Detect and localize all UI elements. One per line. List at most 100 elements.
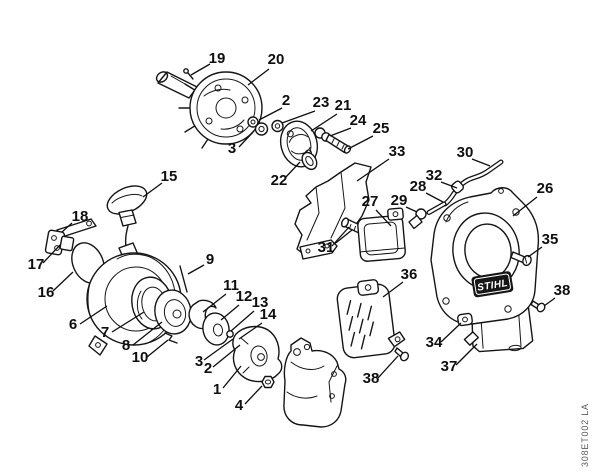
leader-28 [425, 192, 444, 203]
leader-23 [281, 110, 316, 124]
part-number-labels: 19 20 2 23 21 24 25 3 22 15 33 30 32 28 … [28, 50, 571, 414]
leader-36 [382, 281, 404, 298]
leader-13 [230, 310, 255, 332]
part-label-14: 14 [260, 306, 277, 323]
leader-4 [244, 385, 263, 405]
part-pin-9 [179, 265, 188, 293]
leader-3a [238, 130, 255, 148]
leader-37 [455, 343, 478, 366]
drawing-code: 308ET002 LA [580, 403, 590, 467]
part-label-13: 13 [252, 294, 269, 311]
part-label-28: 28 [410, 178, 427, 195]
leader-38b [377, 355, 399, 379]
part-screw-19 [183, 68, 194, 80]
part-muffler-27 [357, 207, 406, 262]
leader-34 [440, 322, 462, 343]
leader-33 [356, 158, 390, 182]
leader-2b [212, 344, 241, 368]
part-bolt-24-25 [314, 127, 352, 154]
part-label-27: 27 [362, 193, 379, 210]
part-flywheel-20 [155, 71, 263, 149]
stihl-logo-plate: STIHL [471, 271, 514, 298]
part-label-2a: 2 [282, 92, 290, 109]
leader-31 [331, 226, 350, 247]
part-spring-clip-10 [164, 332, 178, 344]
part-label-35: 35 [542, 231, 559, 248]
part-label-25: 25 [373, 120, 390, 137]
part-label-22: 22 [271, 172, 288, 189]
part-label-7: 7 [101, 324, 109, 341]
part-label-19: 19 [209, 50, 226, 67]
leader-24 [329, 127, 352, 137]
part-nut-34 [457, 312, 473, 327]
part-elbow-29 [408, 208, 427, 230]
part-label-20: 20 [268, 51, 285, 68]
leader-11 [202, 293, 227, 313]
leader-6 [79, 305, 108, 325]
part-label-36: 36 [401, 266, 418, 283]
part-starter-grip-15 [106, 185, 148, 248]
part-label-38a: 38 [554, 282, 571, 299]
part-label-29: 29 [391, 192, 408, 209]
part-label-33: 33 [389, 143, 406, 160]
part-nut-4 [261, 375, 275, 389]
part-label-16: 16 [38, 284, 55, 301]
part-screw-38-lower [394, 347, 410, 362]
part-nut-3-upper [254, 122, 269, 136]
leader-lines [42, 63, 556, 405]
part-label-12: 12 [236, 288, 253, 305]
part-label-23: 23 [313, 94, 330, 111]
leader-27 [375, 209, 392, 227]
part-label-32: 32 [426, 167, 443, 184]
part-fan-housing-26: STIHL [430, 187, 540, 325]
part-washer-2-upper [247, 116, 259, 128]
part-label-4: 4 [235, 397, 244, 414]
part-clutch-21-22 [279, 120, 319, 171]
leader-35 [527, 246, 543, 258]
part-label-34: 34 [426, 334, 443, 351]
part-label-11: 11 [223, 277, 239, 294]
part-hose-28 [426, 201, 447, 215]
part-label-2b: 2 [204, 360, 212, 377]
part-label-18: 18 [72, 208, 89, 225]
part-label-37: 37 [441, 358, 458, 375]
part-muffler-cover-36 [336, 279, 406, 359]
part-label-3b: 3 [195, 353, 203, 370]
part-label-17: 17 [28, 256, 45, 273]
part-label-31: 31 [318, 239, 335, 256]
leader-25 [347, 135, 374, 150]
leader-12 [220, 304, 240, 321]
leader-21 [310, 113, 338, 132]
leader-15 [142, 182, 163, 198]
stihl-logo-text: STIHL [477, 278, 509, 294]
leader-3b [203, 338, 234, 361]
part-screw-38-upper [530, 300, 546, 313]
leader-32 [440, 181, 458, 189]
leader-18 [61, 222, 73, 233]
part-label-3a: 3 [228, 140, 236, 157]
part-label-10: 10 [132, 349, 149, 366]
leader-7 [111, 311, 145, 333]
leader-30 [471, 158, 491, 167]
part-washer-23 [271, 119, 284, 133]
leader-20 [247, 68, 270, 86]
part-bracket-17-18 [44, 218, 97, 256]
leader-8 [132, 321, 163, 346]
leader-17 [42, 244, 61, 264]
leader-29 [405, 206, 418, 213]
leader-10 [146, 339, 169, 358]
part-crankcase [283, 337, 347, 428]
leader-16 [52, 271, 74, 292]
part-label-8: 8 [122, 337, 130, 354]
leader-14 [238, 322, 263, 340]
part-label-21: 21 [335, 97, 352, 114]
leader-1 [222, 365, 242, 389]
part-label-15: 15 [161, 168, 178, 185]
leader-9 [187, 264, 205, 275]
part-label-9: 9 [206, 251, 214, 268]
leader-26 [512, 196, 538, 217]
leader-19 [190, 63, 211, 76]
part-label-38b: 38 [363, 370, 380, 387]
